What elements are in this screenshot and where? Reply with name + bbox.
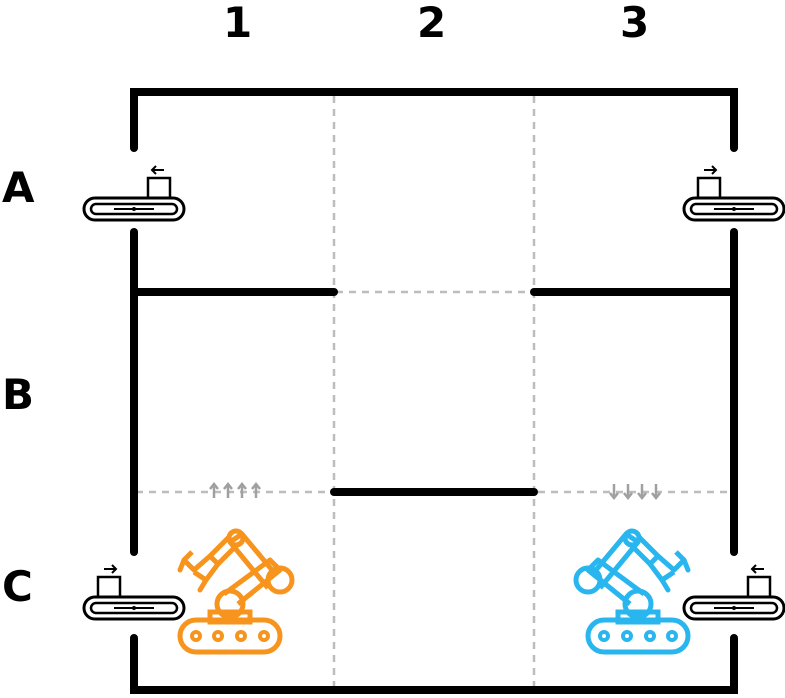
- conveyor-icon: [682, 564, 785, 621]
- one-way-arrows-icon: [209, 481, 261, 498]
- one-way-arrows-icon: [609, 484, 661, 501]
- walls: [130, 88, 738, 694]
- row-label-c: C: [2, 562, 33, 611]
- conveyor-icon: [682, 165, 785, 222]
- conveyor-icon: [82, 165, 186, 222]
- robot-arm-icon: [576, 531, 688, 652]
- dashed-grid: [136, 96, 733, 690]
- robot-arm-icon: [180, 531, 292, 652]
- column-label-3: 3: [620, 0, 650, 47]
- conveyor-icon: [82, 564, 186, 621]
- column-label-2: 2: [417, 0, 447, 47]
- column-label-1: 1: [223, 0, 253, 47]
- row-label-a: A: [2, 163, 35, 212]
- row-label-b: B: [2, 370, 35, 419]
